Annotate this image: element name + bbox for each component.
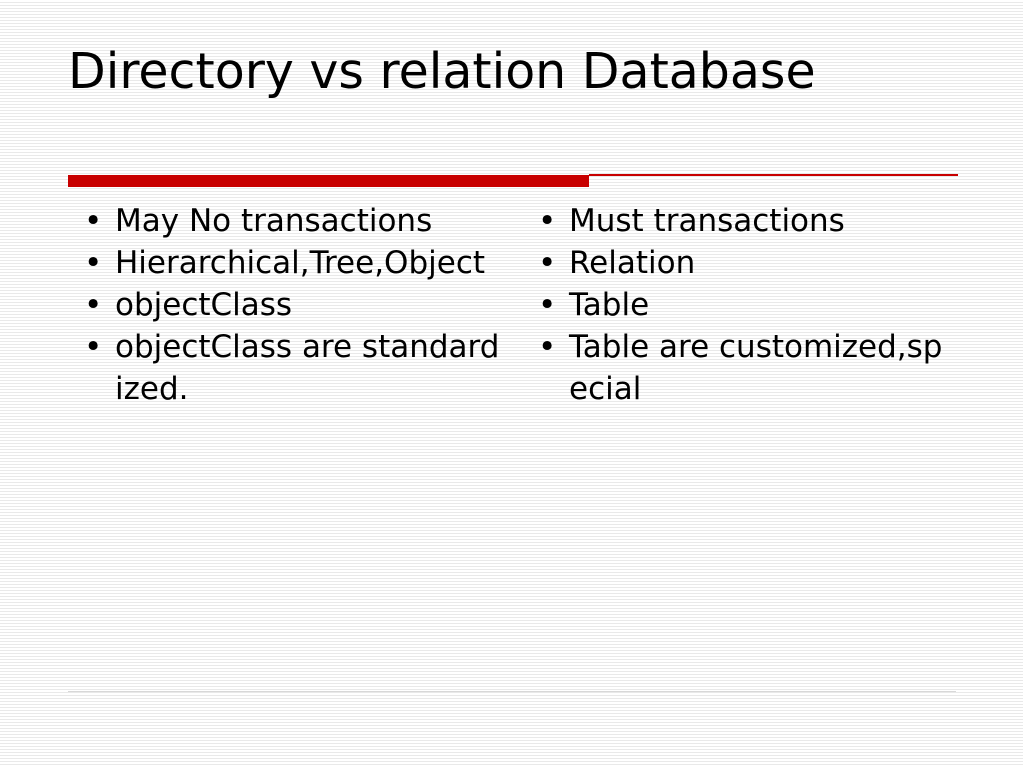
list-item-label: Table are customized,special: [569, 329, 943, 407]
list-item-label: Must transactions: [569, 203, 845, 239]
list-item: • May No transactions: [84, 200, 504, 242]
list-item: • Hierarchical,Tree,Object: [84, 242, 504, 284]
list-item-label: objectClass are standardized.: [115, 329, 500, 407]
list-item-label: Table: [569, 287, 650, 323]
list-item-label: May No transactions: [115, 203, 433, 239]
list-item-label: Relation: [569, 245, 696, 281]
list-item: • Table: [538, 284, 958, 326]
slide-title: Directory vs relation Database: [68, 43, 816, 100]
bullet-icon: •: [84, 245, 103, 281]
bullet-icon: •: [538, 329, 557, 365]
list-item-label: objectClass: [115, 287, 293, 323]
bullet-icon: •: [538, 203, 557, 239]
list-item-label: Hierarchical,Tree,Object: [115, 245, 486, 281]
list-item: • Relation: [538, 242, 958, 284]
bullet-icon: •: [84, 329, 103, 365]
list-item: • objectClass are standardized.: [84, 326, 504, 410]
list-item: • Must transactions: [538, 200, 958, 242]
right-bullet-list: • Must transactions • Relation • Table •…: [538, 200, 958, 410]
bullet-icon: •: [84, 203, 103, 239]
list-item: • Table are customized,special: [538, 326, 958, 410]
left-bullet-list: • May No transactions • Hierarchical,Tre…: [84, 200, 504, 410]
title-underline-thin: [589, 174, 958, 176]
bullet-icon: •: [538, 245, 557, 281]
bullet-icon: •: [538, 287, 557, 323]
list-item: • objectClass: [84, 284, 504, 326]
footer-divider: [68, 691, 956, 692]
bullet-icon: •: [84, 287, 103, 323]
title-underline-thick: [68, 175, 589, 187]
